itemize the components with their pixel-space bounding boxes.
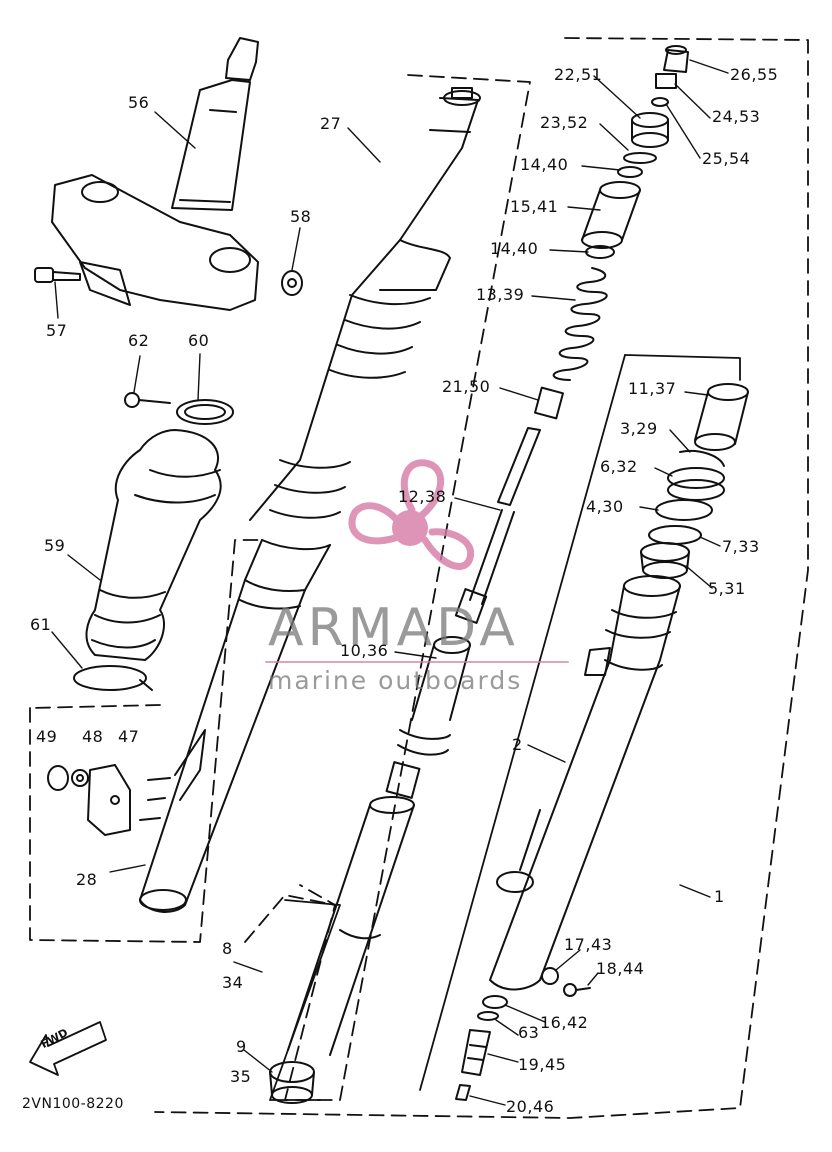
bolt-57 bbox=[34, 267, 81, 283]
callout-4-30: 4,30 bbox=[586, 497, 624, 516]
callout-16-42: 16,42 bbox=[540, 1013, 589, 1032]
outline-group-27 bbox=[284, 74, 531, 1101]
callout-63: 63 bbox=[518, 1023, 540, 1042]
cap-16 bbox=[482, 995, 508, 1009]
callout-21-50: 21,50 bbox=[442, 377, 491, 396]
callout-19-45: 19,45 bbox=[518, 1055, 567, 1074]
callout-10-36: 10,36 bbox=[340, 641, 389, 660]
washer-17 bbox=[541, 967, 559, 985]
callout-57: 57 bbox=[46, 321, 68, 340]
callout-59: 59 bbox=[44, 536, 66, 555]
callout-5-31: 5,31 bbox=[708, 579, 746, 598]
callout-62: 62 bbox=[128, 331, 150, 350]
outer-tube-28 bbox=[139, 539, 331, 913]
oring-63 bbox=[477, 1011, 499, 1021]
callout-3-29: 3,29 bbox=[620, 419, 658, 438]
callout-12-38: 12,38 bbox=[398, 487, 447, 506]
callout-58: 58 bbox=[290, 207, 312, 226]
boot-59 bbox=[85, 429, 222, 661]
callout-34: 34 bbox=[222, 973, 244, 992]
bracket-part-8 bbox=[269, 899, 341, 1101]
outline-group-28 bbox=[29, 539, 261, 943]
callout-14-40-upper: 14,40 bbox=[520, 155, 569, 174]
bracket-47 bbox=[87, 764, 171, 836]
callout-35: 35 bbox=[230, 1067, 252, 1086]
callout-11-37: 11,37 bbox=[628, 379, 677, 398]
steering-stem-56 bbox=[51, 37, 259, 311]
callout-14-40-lower: 14,40 bbox=[490, 239, 539, 258]
callout-24-53: 24,53 bbox=[712, 107, 761, 126]
valve-19 bbox=[461, 1029, 491, 1076]
group-outlines bbox=[29, 37, 809, 1119]
oring-23 bbox=[623, 152, 657, 164]
callout-47: 47 bbox=[118, 727, 140, 746]
cap-bolt-26 bbox=[663, 45, 689, 73]
callout-56: 56 bbox=[128, 93, 150, 112]
screw-62 bbox=[124, 392, 171, 408]
callout-22-51: 22,51 bbox=[554, 65, 603, 84]
callout-23-52: 23,52 bbox=[540, 113, 589, 132]
callout-20-46: 20,46 bbox=[506, 1097, 555, 1116]
clamp-61 bbox=[73, 665, 153, 691]
spring-13 bbox=[552, 267, 608, 381]
nut-58 bbox=[281, 270, 303, 296]
nut-24 bbox=[655, 73, 677, 89]
seal-9 bbox=[269, 1061, 315, 1104]
bracket-lines bbox=[269, 354, 741, 1101]
fwd-arrow-icon bbox=[29, 1021, 107, 1076]
callout-7-33: 7,33 bbox=[722, 537, 760, 556]
bolt-18 bbox=[563, 983, 591, 997]
callout-27: 27 bbox=[320, 114, 342, 133]
watermark-subtitle: marine outboards bbox=[268, 666, 523, 695]
oring-25 bbox=[651, 97, 669, 107]
callout-8: 8 bbox=[222, 939, 233, 958]
callout-2: 2 bbox=[512, 735, 523, 754]
washer-48 bbox=[71, 769, 89, 787]
diagram-code: 2VN100-8220 bbox=[22, 1096, 124, 1112]
callout-13-39: 13,39 bbox=[476, 285, 525, 304]
spacer-15 bbox=[581, 181, 641, 249]
bracket-part-11 bbox=[624, 354, 741, 381]
collar-21 bbox=[534, 386, 564, 420]
callout-26-55: 26,55 bbox=[730, 65, 779, 84]
bushing-5 bbox=[640, 542, 690, 579]
bracket-part-11-left bbox=[419, 354, 626, 1091]
seal-6 bbox=[667, 467, 725, 501]
callout-28: 28 bbox=[76, 870, 98, 889]
callout-9: 9 bbox=[236, 1037, 247, 1056]
callout-15-41: 15,41 bbox=[510, 197, 559, 216]
clamp-60 bbox=[176, 399, 234, 425]
outline-group-1 bbox=[154, 37, 809, 1119]
clip-3 bbox=[679, 450, 725, 467]
cap-22 bbox=[631, 112, 669, 148]
callout-17-43: 17,43 bbox=[564, 935, 613, 954]
callout-61: 61 bbox=[30, 615, 52, 634]
ring-7 bbox=[648, 525, 702, 545]
callout-49: 49 bbox=[36, 727, 58, 746]
callout-25-54: 25,54 bbox=[702, 149, 751, 168]
washer-4 bbox=[655, 499, 713, 521]
bolt-20 bbox=[455, 1084, 471, 1101]
damper-rod-12 bbox=[454, 427, 541, 624]
callout-60: 60 bbox=[188, 331, 210, 350]
leader-lines bbox=[51, 59, 729, 1106]
outer-tube-2 bbox=[489, 575, 681, 991]
callout-48: 48 bbox=[82, 727, 104, 746]
callout-1: 1 bbox=[714, 887, 725, 906]
watermark-propeller-icon bbox=[348, 459, 475, 570]
callout-18-44: 18,44 bbox=[596, 959, 645, 978]
outline-group-inner bbox=[244, 894, 336, 943]
callout-6-32: 6,32 bbox=[600, 457, 638, 476]
cap-49 bbox=[47, 765, 69, 791]
bushing-11 bbox=[694, 383, 749, 451]
outline-group-59 bbox=[29, 704, 161, 709]
washer-14-upper bbox=[617, 166, 643, 178]
tube-8 bbox=[287, 796, 415, 1056]
watermark-title: ARMADA bbox=[268, 598, 519, 658]
fork-tube-27 bbox=[249, 87, 481, 551]
